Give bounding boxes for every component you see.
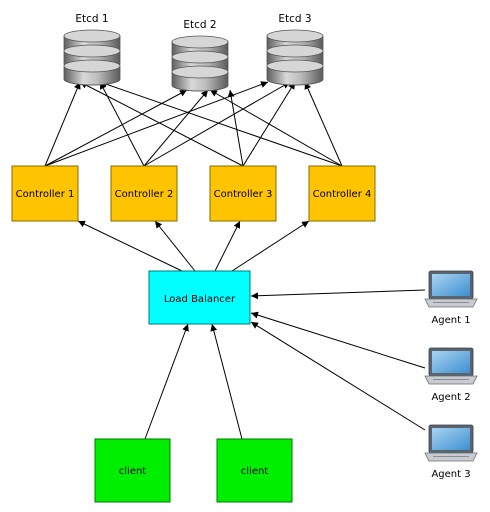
client-label: client [241, 466, 269, 477]
controller-label: Controller 4 [313, 189, 372, 200]
client-2: client [216, 438, 293, 503]
etcd-label: Etcd 3 [278, 13, 311, 25]
etcd-node-3: Etcd 3 [266, 13, 324, 86]
arrow [44, 89, 188, 167]
agent-1: Agent 1 [424, 270, 478, 326]
load-balancer: Load Balancer [148, 270, 251, 325]
arrow [214, 220, 241, 272]
agent-3: Agent 3 [424, 424, 478, 480]
controller-label: Controller 1 [16, 189, 75, 200]
arrow [44, 81, 269, 167]
etcd-label: Etcd 2 [183, 19, 216, 31]
laptop-icon [424, 424, 478, 462]
controller-2: Controller 2 [110, 165, 178, 222]
arrow [250, 311, 426, 369]
etcd-node-1: Etcd 1 [63, 13, 121, 86]
laptop-icon [424, 347, 478, 385]
etcd-label: Etcd 1 [75, 13, 108, 25]
agent-2: Agent 2 [424, 347, 478, 403]
arrow [250, 321, 426, 431]
arrow [99, 80, 343, 167]
etcd-node-2: Etcd 2 [171, 19, 229, 92]
arrow [231, 220, 310, 272]
client-label: client [119, 466, 147, 477]
database-icon [171, 35, 229, 92]
arrow [154, 220, 196, 272]
agent-label: Agent 2 [431, 392, 470, 403]
controller-1: Controller 1 [11, 165, 79, 222]
connection-arrows [44, 80, 426, 440]
database-icon [266, 29, 324, 86]
arrow [79, 81, 244, 167]
agent-label: Agent 1 [431, 315, 470, 326]
arrow [250, 289, 426, 300]
arrow [304, 81, 343, 167]
arrow [144, 323, 189, 440]
arrow [143, 89, 209, 167]
controller-4: Controller 4 [308, 165, 376, 222]
arrow [209, 89, 343, 167]
arrow [77, 220, 183, 272]
database-icon [63, 29, 121, 86]
controller-label: Controller 2 [115, 189, 174, 200]
laptop-icon [424, 270, 478, 308]
client-1: client [94, 438, 171, 503]
load-balancer-label: Load Balancer [164, 294, 236, 305]
controller-3: Controller 3 [209, 165, 277, 222]
arrow [44, 81, 81, 167]
arrow [143, 81, 291, 167]
controller-label: Controller 3 [214, 189, 273, 200]
agent-label: Agent 3 [431, 469, 470, 480]
arrow [210, 323, 243, 440]
